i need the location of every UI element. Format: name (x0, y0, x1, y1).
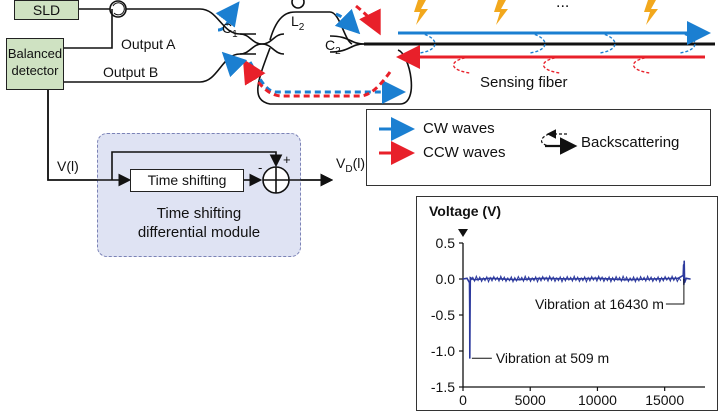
output-signal-label: VD(l) (336, 155, 366, 175)
module-caption-line2: differential module (137, 224, 261, 241)
coupler-c2-label: C2 (325, 37, 341, 57)
voltage-chart: 0.5 0.0 -0.5 -1.0 -1.50 5000 10000 15000 Vibrati… (431, 229, 705, 408)
data-point (677, 277, 679, 279)
data-point (689, 278, 691, 280)
x-tick-label: 15000 (645, 392, 684, 408)
data-point (516, 279, 518, 281)
data-point (469, 321, 471, 323)
plus-sign: + (283, 152, 291, 167)
upper-loop-arm (269, 11, 353, 45)
sensing-fiber-label: Sensing fiber (480, 74, 568, 91)
module-caption: Time shifting differential module (97, 204, 301, 242)
balanced-detector-box: Balanced detector (6, 38, 64, 90)
y-tick-label: -0.5 (431, 307, 455, 323)
data-point (623, 279, 625, 281)
legend: CW waves CCW waves Backscattering (366, 109, 711, 186)
balanced-detector-label: Balanced detector (7, 46, 63, 78)
continuation-dots: ... (556, 0, 570, 11)
chart-title: Voltage (V) (429, 203, 502, 219)
sld-label: SLD (32, 2, 61, 18)
y-axis-arrow-icon (458, 229, 468, 237)
annotation-label: Vibration at 509 m (496, 350, 609, 366)
data-point (469, 307, 471, 309)
data-point (543, 277, 545, 279)
data-point (469, 357, 471, 359)
legend-backscattering-label: Backscattering (581, 134, 680, 151)
y-tick-label: -1.5 (431, 379, 455, 395)
data-point (683, 260, 685, 262)
data-point (468, 282, 471, 284)
time-shifting-block: Time shifting (130, 169, 244, 192)
x-tick-label: 0 (459, 392, 467, 408)
x-tick-label: 10000 (578, 392, 617, 408)
data-point (683, 264, 685, 266)
x-tick-label: 5000 (515, 392, 546, 408)
coil-icon (291, 0, 305, 9)
lightning-icon (414, 0, 658, 25)
data-point (462, 278, 464, 280)
data-point (682, 274, 684, 276)
minus-sign: - (258, 160, 263, 175)
coupler-c1-label: C1 (222, 20, 238, 40)
legend-cw-label: CW waves (423, 120, 495, 137)
backscatter-marks-red (452, 56, 651, 74)
data-point (685, 277, 687, 279)
y-tick-label: 0.5 (436, 235, 456, 251)
legend-ccw-label: CCW waves (423, 144, 506, 161)
y-tick-label: -1.0 (431, 343, 455, 359)
data-point (596, 277, 599, 279)
noise-band (470, 274, 682, 284)
data-point (473, 279, 475, 281)
annotation-leader (665, 279, 685, 305)
output-a-label: Output A (121, 36, 176, 52)
y-tick-label: 0.0 (436, 271, 456, 287)
time-shifting-block-label: Time shifting (147, 172, 227, 188)
input-signal-label: V(l) (57, 158, 79, 174)
sld-box: SLD (14, 0, 79, 20)
loop-l2-label: L2 (291, 13, 305, 33)
annotation-label: Vibration at 16430 m (535, 296, 664, 312)
data-point (466, 277, 468, 279)
data-point (569, 278, 572, 280)
data-point (469, 276, 471, 279)
data-point (489, 277, 491, 279)
data-point (650, 278, 652, 280)
module-caption-line1: Time shifting (156, 205, 242, 222)
output-b-label: Output B (103, 64, 159, 80)
